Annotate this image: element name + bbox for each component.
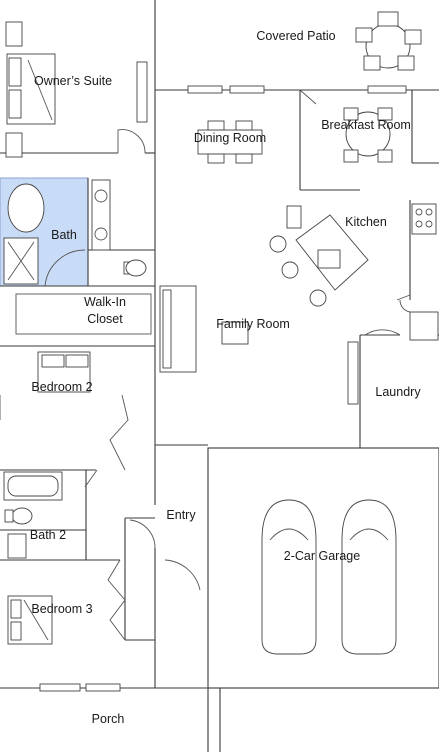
windows	[39, 61, 407, 692]
label-bedroom-3: Bedroom 3	[31, 602, 92, 616]
label-laundry: Laundry	[375, 385, 421, 399]
label-covered-patio: Covered Patio	[256, 29, 335, 43]
label-garage: 2-Car Garage	[284, 549, 360, 563]
label-porch: Porch	[92, 712, 125, 726]
doors	[0, 89, 411, 641]
label-breakfast-room: Breakfast Room	[321, 118, 411, 132]
label-walk-in-closet-2: Closet	[87, 312, 123, 326]
furniture	[3, 11, 439, 655]
label-kitchen: Kitchen	[345, 215, 387, 229]
label-bath-2: Bath 2	[30, 528, 66, 542]
label-entry: Entry	[166, 508, 196, 522]
label-bath: Bath	[51, 228, 77, 242]
label-walk-in-closet-1: Walk-In	[84, 295, 126, 309]
label-bedroom-2: Bedroom 2	[31, 380, 92, 394]
label-dining-room: Dining Room	[194, 131, 266, 145]
label-owners-suite: Owner’s Suite	[34, 74, 112, 88]
label-family-room: Family Room	[216, 317, 290, 331]
